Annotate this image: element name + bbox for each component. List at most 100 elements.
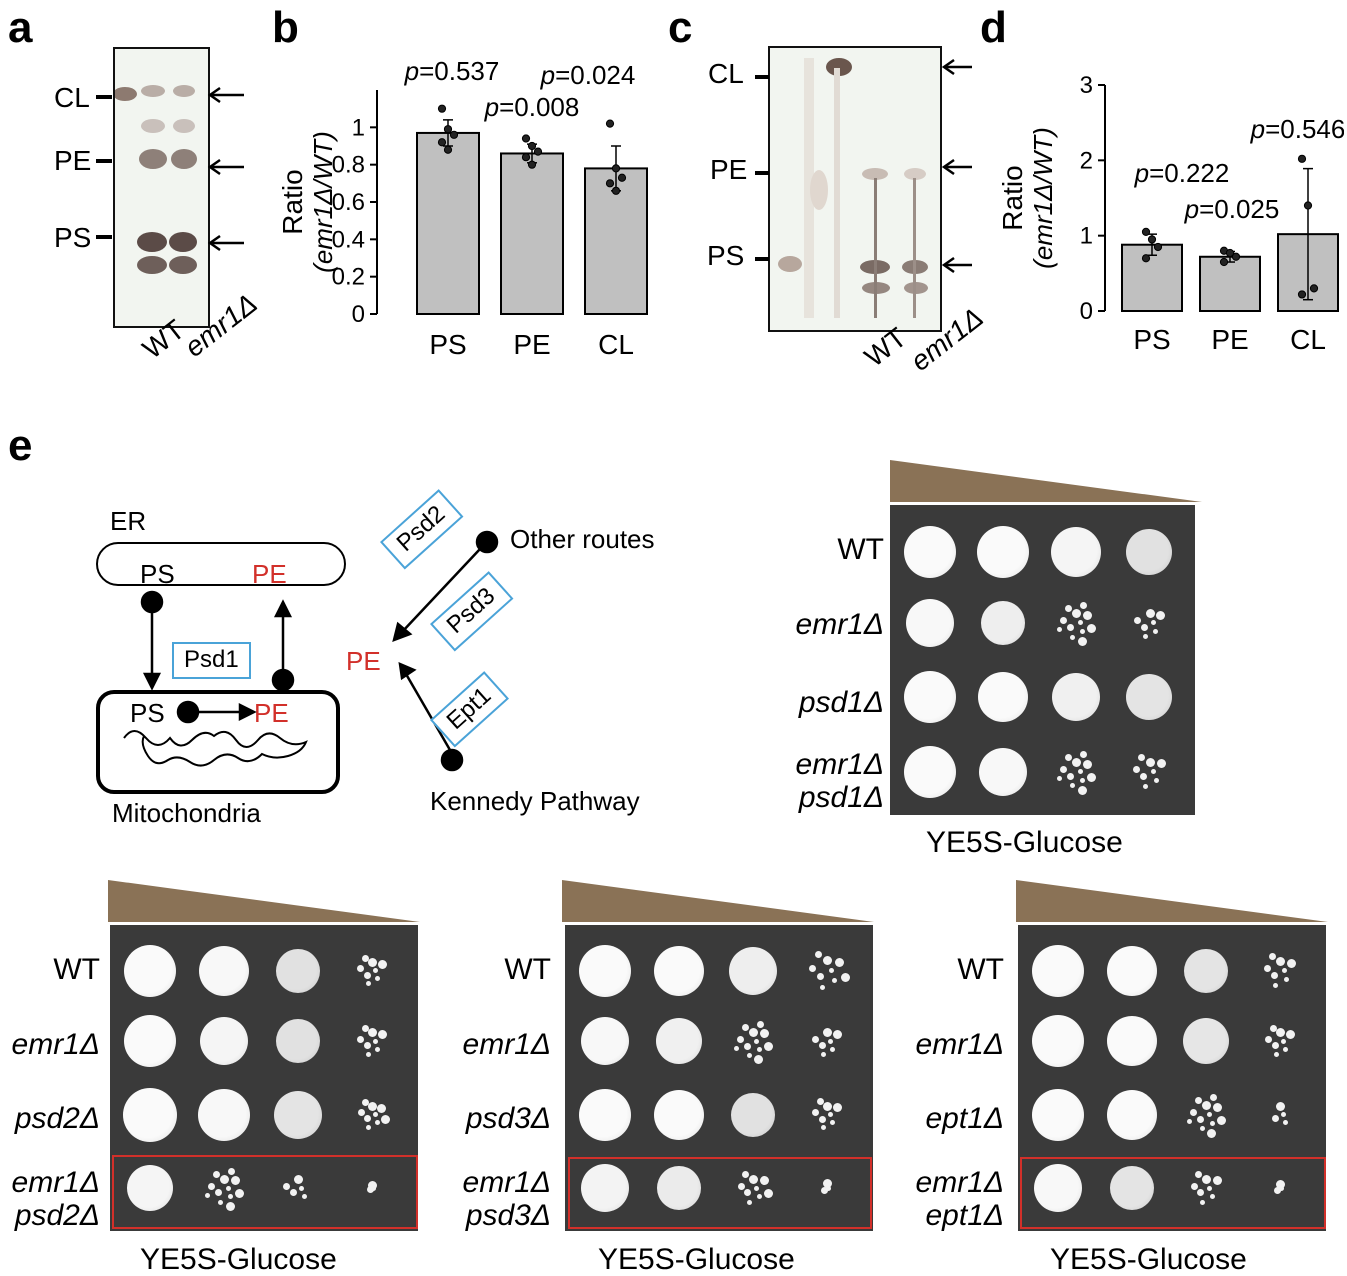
yeast-colony — [832, 1103, 842, 1113]
yeast-colony — [809, 964, 817, 972]
plate1-row-3: psd1Δ — [798, 686, 884, 719]
yeast-spot — [123, 1087, 178, 1142]
yeast-colony — [818, 1115, 826, 1123]
yeast-colony — [1276, 956, 1286, 966]
yeast-colony — [220, 1174, 230, 1184]
yeast-colony — [1153, 628, 1159, 634]
yeast-colony — [1275, 1180, 1285, 1190]
yeast-colony — [823, 955, 833, 965]
dilution-wedge — [562, 880, 874, 922]
yeast-colony — [1067, 772, 1075, 780]
yeast-colony — [1283, 1119, 1288, 1125]
yeast-colony — [840, 972, 850, 982]
y-tick-label: 0.8 — [332, 152, 365, 179]
yeast-spot — [124, 1015, 177, 1068]
plate4-row-3: ept1Δ — [925, 1102, 1004, 1135]
yeast-colony — [301, 1193, 307, 1199]
yeast-colony — [228, 1194, 234, 1200]
yeast-colony — [1133, 765, 1141, 773]
yeast-colony — [1207, 1185, 1213, 1191]
plate4-medium: YE5S-Glucose — [1050, 1243, 1247, 1276]
yeast-colony — [1082, 759, 1092, 769]
yeast-spot — [977, 672, 1028, 723]
data-point — [1297, 154, 1307, 163]
gel-band — [137, 232, 167, 252]
gel-band — [169, 232, 197, 252]
y-tick-label: 0 — [1080, 298, 1093, 325]
plate-image — [565, 925, 873, 1231]
chart-b: 00.20.40.60.81Ratio(emr1Δ/WT)PSp=0.537PE… — [280, 56, 648, 360]
y-tick-label: 0.4 — [332, 226, 365, 253]
category-label: PE — [1211, 324, 1248, 355]
yeast-colony — [828, 1038, 834, 1044]
yeast-colony — [363, 971, 371, 979]
yeast-colony — [365, 981, 371, 987]
yeast-colony — [1087, 623, 1097, 633]
yeast-spot — [198, 945, 249, 996]
yeast-colony — [1265, 1035, 1273, 1043]
yeast-colony — [763, 1189, 773, 1199]
yeast-spot — [730, 1092, 775, 1137]
yeast-spot — [199, 1017, 248, 1066]
yeast-colony — [1060, 766, 1068, 773]
gel-a-arrows — [207, 86, 244, 252]
plate4-row-2: emr1Δ — [915, 1028, 1004, 1061]
yeast-spot — [581, 1164, 630, 1213]
yeast-colony — [744, 1042, 752, 1050]
er-label: ER — [110, 506, 147, 536]
yeast-colony — [1195, 1170, 1203, 1178]
yeast-colony — [1209, 1120, 1215, 1126]
gel-streak — [804, 58, 814, 318]
yeast-colony — [357, 1109, 365, 1117]
panel-label-e: e — [8, 421, 33, 470]
gel-c-label-ps: PS — [707, 240, 745, 271]
yeast-spot — [1034, 1164, 1083, 1213]
yeast-colony — [812, 1035, 820, 1043]
yeast-colony — [1057, 627, 1063, 633]
yeast-colony — [357, 1035, 365, 1043]
yeast-spot — [1126, 528, 1173, 575]
yeast-colony — [737, 1182, 745, 1190]
yeast-colony — [1060, 617, 1068, 625]
gel-band — [171, 149, 197, 169]
yeast-colony — [749, 1174, 759, 1184]
yeast-colony — [1087, 772, 1097, 782]
gel-band — [169, 256, 197, 274]
gel-band — [810, 170, 828, 210]
data-point — [533, 147, 543, 156]
yeast-colony — [754, 1038, 760, 1044]
yeast-spot — [1183, 948, 1228, 993]
gel-band — [778, 256, 802, 272]
dilution-wedge — [890, 460, 1202, 502]
yeast-colony — [756, 1047, 762, 1053]
yeast-colony — [1274, 1186, 1282, 1194]
plate4-row-1: WT — [957, 953, 1004, 986]
yeast-colony — [377, 959, 387, 969]
data-point — [1231, 252, 1241, 261]
tick-mark — [755, 257, 769, 261]
yeast-colony — [375, 1119, 380, 1125]
yeast-colony — [828, 1112, 834, 1118]
data-point — [1141, 254, 1151, 263]
yeast-colony — [377, 1103, 387, 1113]
yeast-colony — [754, 1185, 760, 1191]
yeast-colony — [1210, 1094, 1218, 1102]
bar-pe — [1199, 255, 1261, 312]
yeast-spot — [653, 1089, 704, 1140]
er-ps: PS — [140, 559, 175, 589]
yeast-spot — [127, 1165, 174, 1212]
yeast-colony — [1285, 1030, 1295, 1040]
yeast-colony — [372, 1112, 378, 1118]
yeast-colony — [1212, 1176, 1222, 1186]
pathway-right-arrows — [392, 530, 499, 772]
yeast-colony — [368, 958, 378, 968]
yeast-colony — [366, 1124, 372, 1130]
y-tick-label: 2 — [1080, 147, 1093, 174]
bar-ps — [416, 131, 480, 315]
yeast-spot — [656, 1166, 701, 1211]
data-point — [605, 119, 615, 128]
yeast-colony — [1138, 753, 1146, 761]
yeast-colony — [1080, 628, 1086, 634]
plate2-row-1: WT — [53, 953, 100, 986]
yeast-colony — [823, 1101, 833, 1111]
